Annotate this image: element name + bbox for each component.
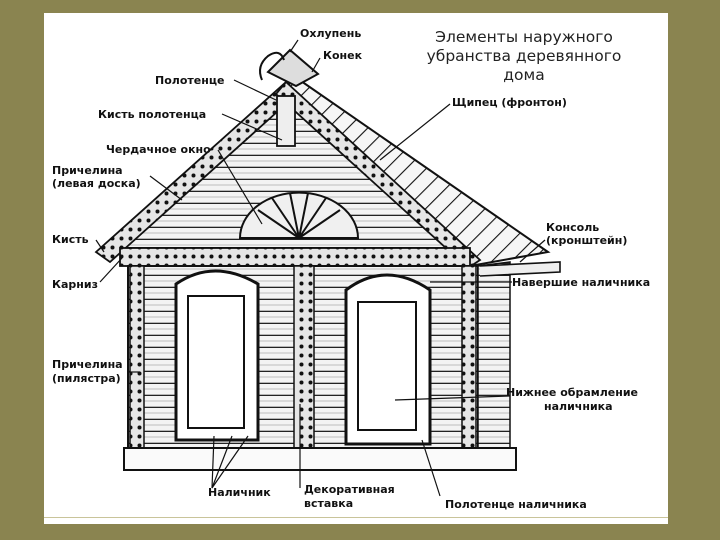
title-line-1: Элементы наружного xyxy=(435,28,613,46)
label-nizhnee: Нижнее обрамление xyxy=(506,386,638,399)
label-navershie: Навершие наличника xyxy=(512,276,650,289)
label-prichelina-left-sub: (левая доска) xyxy=(52,177,141,190)
label-dekor: Декоративная xyxy=(304,483,395,496)
side-wall xyxy=(477,261,511,449)
label-ohlupen: Охлупень xyxy=(300,27,361,40)
console-bracket xyxy=(479,261,561,277)
label-kist: Кисть xyxy=(52,233,89,246)
label-prichelina-pilastra: Причелина xyxy=(52,358,123,371)
cornice xyxy=(119,247,471,267)
label-nizhnee-sub: наличника xyxy=(544,400,613,413)
pilaster-right xyxy=(461,265,477,449)
gable-towel xyxy=(276,95,296,147)
title-line-2: убранства деревянного xyxy=(426,47,622,65)
label-dekor-sub: вставка xyxy=(304,497,353,510)
label-shchipec: Щипец (фронтон) xyxy=(452,96,567,109)
label-nalichnik: Наличник xyxy=(208,486,271,499)
label-polotence: Полотенце xyxy=(155,74,224,87)
label-prichelina-left: Причелина xyxy=(52,164,123,177)
window-right-glass xyxy=(357,301,417,431)
attic-window xyxy=(238,191,360,239)
attic-window-rays xyxy=(257,192,341,239)
frame-bottom-rule xyxy=(44,517,668,518)
label-konek: Конек xyxy=(323,49,363,62)
ridge-konek xyxy=(259,51,285,81)
pilaster-middle xyxy=(293,265,315,449)
label-cherdachnoe-okno: Чердачное окно xyxy=(106,143,211,156)
label-kist-polotenca: Кисть полотенца xyxy=(98,108,206,121)
ridge-ohlupen xyxy=(266,48,320,88)
title-line-3: дома xyxy=(503,66,545,84)
label-prichelina-pilastra-sub: (пилястра) xyxy=(52,372,121,385)
pilaster-left xyxy=(129,265,145,449)
label-konsol: Консоль xyxy=(546,221,599,234)
leader-lines xyxy=(95,39,546,497)
label-polotence-nal: Полотенце наличника xyxy=(445,498,587,511)
label-karniz: Карниз xyxy=(52,278,98,291)
diagram-title: Элементы наружного убранства деревянного… xyxy=(398,28,650,85)
window-left-glass xyxy=(187,295,245,429)
foundation xyxy=(123,447,517,471)
label-konsol-sub: (кронштейн) xyxy=(546,234,627,247)
